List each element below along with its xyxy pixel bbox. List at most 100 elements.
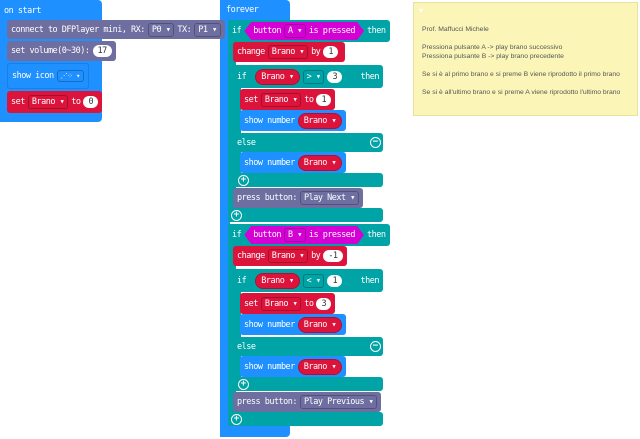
operator-dropdown[interactable]: > ▾	[302, 69, 325, 84]
comment-note[interactable]: ▾ Prof. Maffucci Michele Pressiona pulsa…	[413, 2, 638, 116]
then-label: then	[367, 26, 386, 36]
comment-line: Pressiona pulsante A -> play brano succe…	[422, 44, 563, 51]
add-else-icon[interactable]: +	[231, 210, 242, 221]
inner-if-footer	[233, 377, 383, 391]
if-block[interactable]	[228, 20, 236, 222]
variable-reporter[interactable]: Brano ▾	[255, 272, 300, 289]
rx-value: P0	[151, 24, 162, 35]
var-name: Brano	[271, 47, 296, 57]
operator-dropdown[interactable]: < ▾	[302, 273, 325, 288]
connect-dfplayer-block[interactable]: connect to DFPlayer mini, RX: P0 ▾ TX: P…	[7, 20, 225, 39]
comment-line: Pressiona pulsante B -> play brano prece…	[422, 53, 564, 60]
var-name: Brano	[303, 157, 328, 168]
forever-label: forever	[226, 5, 259, 15]
show-number-block[interactable]: show number Brano ▾	[240, 314, 347, 335]
on-start-label: on start	[4, 6, 41, 16]
change-block[interactable]: change Brano ▾ by -1	[233, 246, 347, 266]
press-button-dropdown[interactable]: Play Previous ▾	[300, 395, 378, 409]
set-value-input[interactable]: 1	[316, 93, 332, 106]
show-number-label: show number	[244, 319, 295, 330]
variable-dropdown[interactable]: Brano ▾	[27, 95, 69, 109]
collapse-icon[interactable]: ▾	[419, 6, 424, 15]
change-label: change	[237, 47, 265, 57]
var-name: Brano	[271, 251, 296, 261]
inner-if-header[interactable]: if Brano ▾ > ▾ 3 then	[233, 65, 383, 88]
inner-if-side	[233, 269, 241, 391]
to-label: to	[71, 97, 81, 107]
variable-dropdown[interactable]: Brano ▾	[260, 296, 302, 311]
var-name: Brano	[261, 71, 285, 82]
variable-dropdown[interactable]: Brano ▾	[267, 249, 309, 263]
variable-dropdown[interactable]: Brano ▾	[267, 45, 309, 59]
set-label: set	[11, 97, 25, 107]
variable-reporter[interactable]: Brano ▾	[297, 358, 343, 375]
var-name: Brano	[303, 115, 328, 126]
var-name: Brano	[264, 298, 289, 309]
set-value-input[interactable]: 3	[316, 297, 332, 310]
var-name: Brano	[264, 94, 289, 105]
compare-input[interactable]: 3	[327, 70, 343, 83]
set-brano-block[interactable]: set Brano ▾ to 0	[7, 91, 103, 113]
variable-reporter[interactable]: Brano ▾	[297, 112, 343, 129]
variable-dropdown[interactable]: Brano ▾	[260, 92, 302, 107]
tx-dropdown[interactable]: P1 ▾	[194, 22, 221, 37]
press-button-dropdown[interactable]: Play Next ▾	[300, 191, 359, 205]
tx-value: P1	[198, 24, 208, 35]
add-else-icon[interactable]: +	[231, 414, 242, 425]
button-dropdown[interactable]: A ▾	[284, 24, 306, 38]
add-else-icon[interactable]: +	[238, 175, 249, 186]
set-block[interactable]: set Brano ▾ to 1	[240, 89, 336, 110]
icon-dropdown[interactable]: ⋰⁘ ▾	[56, 70, 84, 82]
show-icon-block[interactable]: show icon ⋰⁘ ▾	[7, 63, 89, 89]
show-number-block[interactable]: show number Brano ▾	[240, 152, 347, 173]
else-label: else	[237, 137, 256, 148]
operator-value: <	[306, 275, 312, 286]
volume-input[interactable]: 17	[92, 45, 112, 57]
show-number-block[interactable]: show number Brano ▾	[240, 110, 347, 131]
change-label: change	[237, 251, 265, 261]
button-dropdown[interactable]: B ▾	[284, 228, 306, 242]
press-button-block[interactable]: press button: Play Next ▾	[233, 188, 363, 208]
set-label: set	[244, 298, 258, 309]
change-block[interactable]: change Brano ▾ by 1	[233, 42, 345, 62]
pressed-label: is pressed	[308, 230, 356, 240]
button-label: button	[253, 26, 281, 36]
inner-if-footer	[233, 173, 383, 187]
tx-label: TX:	[177, 24, 192, 35]
variable-reporter[interactable]: Brano ▾	[297, 154, 343, 171]
if-label: if	[232, 26, 242, 36]
remove-else-icon[interactable]: −	[370, 341, 381, 352]
else-row: else	[233, 133, 383, 152]
compare-input[interactable]: 1	[327, 274, 343, 287]
add-else-icon[interactable]: +	[238, 379, 249, 390]
inner-if-header[interactable]: if Brano ▾ < ▾ 1 then	[233, 269, 383, 292]
set-block[interactable]: set Brano ▾ to 3	[240, 293, 336, 314]
else-label: else	[237, 341, 256, 352]
by-input[interactable]: -1	[323, 250, 343, 262]
variable-reporter[interactable]: Brano ▾	[255, 68, 300, 85]
comment-line: Prof. Maffucci Michele	[422, 26, 489, 33]
var-name: Brano	[303, 361, 328, 372]
forever-block[interactable]	[220, 0, 290, 20]
rx-dropdown[interactable]: P0 ▾	[147, 22, 175, 37]
if-label: if	[237, 275, 247, 286]
by-label: by	[311, 47, 321, 57]
set-volume-block[interactable]: set volume(0~30): 17	[7, 41, 116, 61]
value-input[interactable]: 0	[83, 96, 99, 108]
remove-else-icon[interactable]: −	[370, 137, 381, 148]
var-name: Brano	[31, 97, 56, 107]
then-label: then	[360, 275, 380, 286]
press-button-label: press button:	[237, 193, 298, 203]
variable-reporter[interactable]: Brano ▾	[297, 316, 343, 333]
press-button-block[interactable]: press button: Play Previous ▾	[233, 392, 382, 412]
show-number-label: show number	[244, 115, 295, 126]
comment-line: Se si è al primo brano e si preme B vien…	[422, 71, 620, 78]
to-label: to	[304, 94, 314, 105]
show-number-block[interactable]: show number Brano ▾	[240, 356, 347, 377]
by-input[interactable]: 1	[323, 46, 338, 58]
if-block[interactable]	[228, 224, 236, 426]
